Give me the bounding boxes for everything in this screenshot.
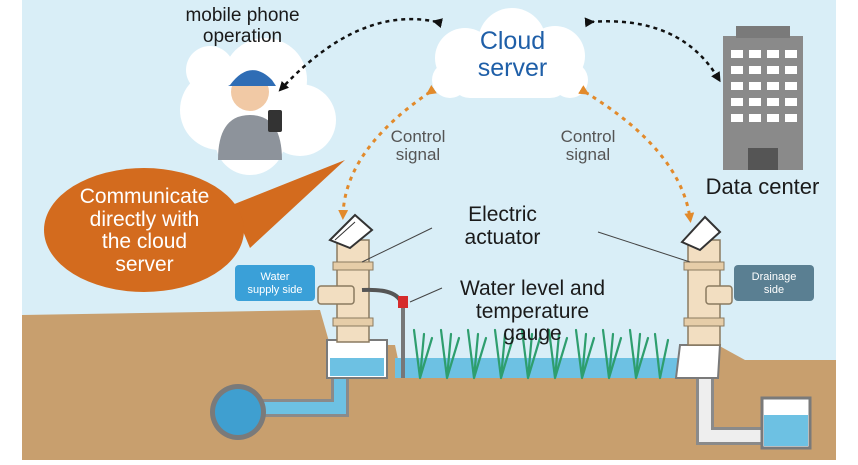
bubble-line-2: directly with — [89, 207, 200, 231]
supply-pipe-icon — [210, 378, 349, 440]
speech-bubble — [44, 160, 345, 292]
drainage-tag-line-2: side — [763, 283, 785, 296]
water-supply-tag: Water supply side — [235, 265, 315, 301]
bubble-line-1: Communicate — [79, 185, 210, 208]
supply-tag-line-1: Water — [260, 271, 290, 283]
control-right-line-2: signal — [565, 145, 611, 165]
gauge-pointer — [409, 287, 443, 303]
gauge-icon — [361, 287, 408, 378]
phone-label-line-2: operation — [202, 25, 283, 47]
drainage-tag: Drainage side — [734, 265, 814, 301]
control-signal-right-label: Control signal — [548, 127, 628, 165]
bubble-label: Communicate directly with the cloud serv… — [52, 185, 237, 277]
drainage-tag-line-1: Drainage — [751, 271, 797, 283]
data-center-text: Data center — [705, 174, 820, 199]
actuator-line-1: Electric — [468, 203, 537, 226]
control-signal-left-label: Control signal — [378, 127, 458, 165]
bubble-line-3: the cloud — [101, 230, 188, 254]
supply-tag-line-2: supply side — [247, 283, 303, 296]
electric-actuator-label: Electric actuator — [430, 203, 575, 249]
right-gate-icon — [674, 215, 733, 379]
cloud-label-line-2: server — [477, 54, 548, 82]
cloud-label-line-1: Cloud — [479, 27, 546, 55]
rice-plants — [412, 328, 670, 380]
bubble-line-4: server — [115, 253, 174, 277]
person-phone-icon — [218, 70, 282, 160]
data-center-label: Data center — [690, 175, 835, 199]
actuator-pointer-right — [597, 231, 691, 263]
phone-operation-label: mobile phone operation — [165, 5, 320, 47]
control-right-line-1: Control — [560, 127, 616, 146]
control-left-line-1: Control — [390, 127, 446, 146]
phone-label-line-1: mobile phone — [185, 5, 300, 26]
gauge-line-2: temperature — [475, 299, 590, 323]
cloud-datacenter-link — [584, 17, 721, 83]
cloud-server-label: Cloud server — [455, 28, 570, 82]
drainage-pipe-icon — [696, 378, 812, 450]
control-left-line-2: signal — [395, 145, 441, 165]
gauge-label: Water level and temperature gauge — [435, 277, 630, 346]
gauge-line-1: Water level and — [459, 277, 606, 300]
actuator-line-2: actuator — [464, 225, 541, 249]
building-icon — [723, 26, 803, 170]
gauge-line-3: gauge — [503, 322, 562, 346]
actuator-pointer-left — [361, 227, 433, 263]
cloud-phone-link — [278, 17, 443, 92]
